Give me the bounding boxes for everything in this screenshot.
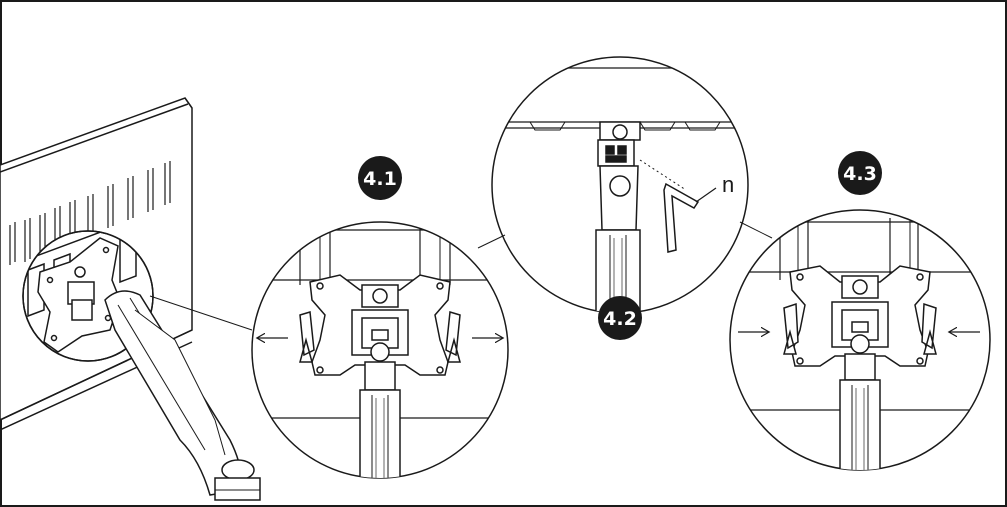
part-label-n: n	[722, 172, 734, 197]
step-badge-4-3: 4.3	[838, 151, 882, 195]
step-badge-4-1: 4.1	[358, 156, 402, 200]
part-n-leader	[695, 187, 717, 203]
monitor-arm	[104, 290, 261, 501]
overview-illustration	[0, 97, 261, 501]
step-label-4-3: 4.3	[843, 163, 877, 185]
step-label-4-2: 4.2	[603, 308, 637, 330]
leader-line-overview	[149, 295, 253, 331]
step-4-1-panel	[251, 221, 509, 479]
leader-line-4-3	[739, 221, 773, 239]
step-4-2-panel	[477, 56, 773, 314]
step-badge-4-2: 4.2	[598, 296, 642, 340]
step-4-3-panel	[729, 209, 991, 471]
mount-zoom-detail	[23, 231, 153, 353]
step-label-4-1: 4.1	[363, 168, 397, 190]
leader-line-4-2	[477, 234, 506, 249]
allen-key-icon	[663, 182, 700, 253]
